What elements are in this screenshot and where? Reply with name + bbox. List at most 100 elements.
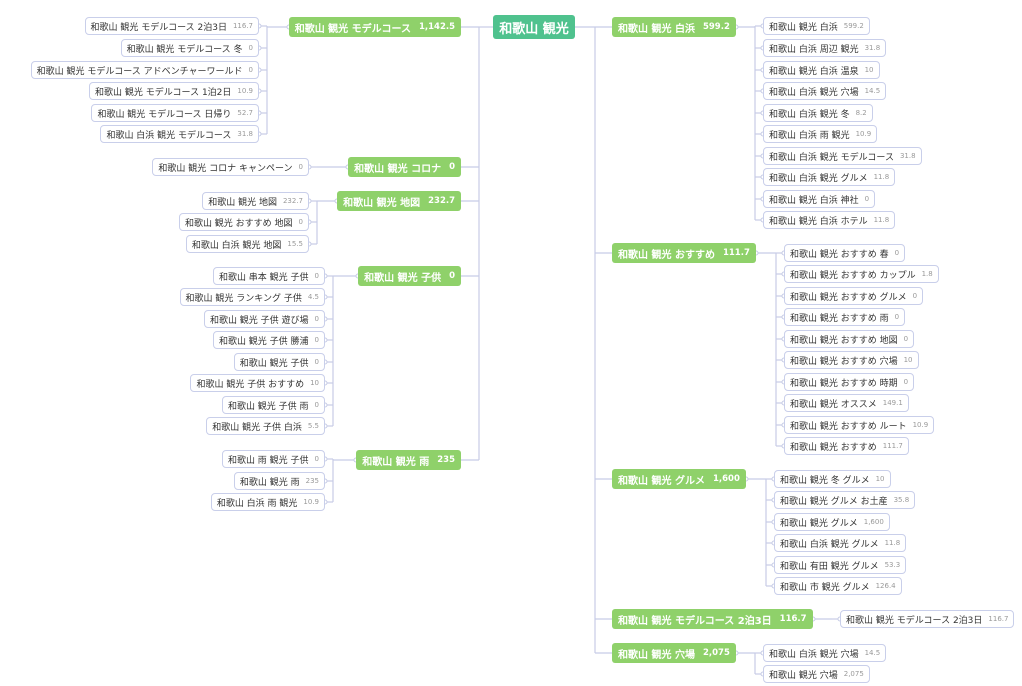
leaf-count: 5.5 [307, 422, 319, 430]
leaf-count: 52.7 [237, 109, 253, 117]
leaf-node[interactable]: 和歌山 観光 穴場 2,075 [763, 665, 870, 683]
branch-label: 和歌山 観光 モデルコース 2泊3日 [618, 615, 772, 627]
leaf-count: 0 [248, 66, 253, 74]
branch-count: 232.7 [428, 196, 455, 206]
branch-count: 0 [449, 271, 455, 281]
leaf-label: 和歌山 観光 モデルコース 2泊3日 [90, 22, 227, 33]
leaf-label: 和歌山 市 観光 グルメ [780, 582, 870, 593]
leaf-label: 和歌山 観光 おすすめ 地図 [184, 218, 293, 229]
root-node[interactable]: 和歌山 観光 [493, 15, 575, 39]
leaf-count: 0 [864, 195, 870, 203]
root-label: 和歌山 観光 [499, 21, 569, 37]
leaf-count: 232.7 [282, 197, 303, 205]
leaf-count: 0 [314, 401, 319, 409]
leaf-node[interactable]: 和歌山 観光 モデルコース 日帰り 52.7 [91, 104, 259, 122]
leaf-count: 11.8 [873, 173, 890, 181]
branch-count: 1,142.5 [418, 22, 455, 32]
leaf-count: 10 [903, 356, 913, 364]
leaf-label: 和歌山 観光 ランキング 子供 [185, 293, 302, 304]
leaf-label: 和歌山 白浜 観光 穴場 [769, 87, 859, 98]
leaf-count: 599.2 [843, 22, 864, 30]
leaf-label: 和歌山 観光 モデルコース 日帰り [97, 109, 232, 120]
leaf-count: 116.7 [988, 615, 1009, 623]
leaf-count: 0 [903, 335, 909, 343]
leaf-label: 和歌山 白浜 観光 冬 [769, 109, 850, 120]
leaf-count: 35.8 [893, 496, 910, 504]
leaf-label: 和歌山 観光 コロナ キャンペーン [158, 163, 293, 174]
branch-label: 和歌山 観光 グルメ [618, 475, 705, 487]
branch-count: 0 [449, 162, 455, 172]
branch-node[interactable]: 和歌山 観光 モデルコース 2泊3日 116.7 [612, 609, 813, 629]
leaf-count: 0 [903, 378, 909, 386]
leaf-count: 1.8 [921, 270, 933, 278]
leaf-label: 和歌山 観光 穴場 [769, 670, 838, 681]
leaf-count: 10 [310, 379, 319, 387]
leaf-label: 和歌山 白浜 周辺 観光 [769, 44, 859, 55]
branch-count: 599.2 [702, 22, 730, 32]
branch-count: 116.7 [779, 614, 807, 624]
leaf-count: 2,075 [843, 670, 864, 678]
leaf-count: 31.8 [899, 152, 916, 160]
leaf-count: 0 [894, 313, 900, 321]
leaf-count: 10 [875, 475, 885, 483]
leaf-label: 和歌山 観光 雨 [239, 477, 300, 488]
